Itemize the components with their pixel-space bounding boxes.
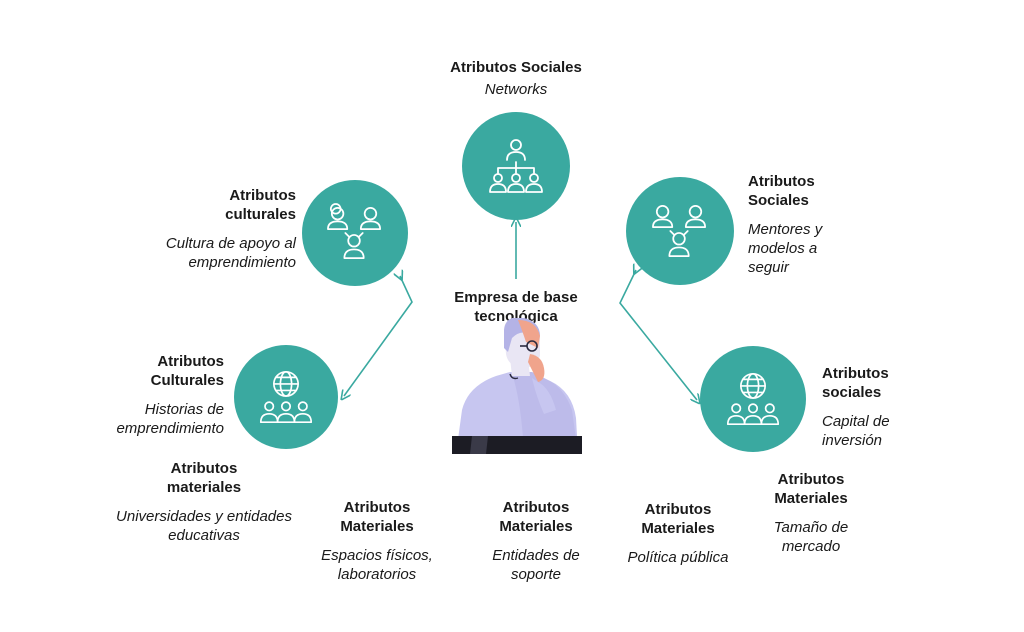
people-group-icon <box>327 203 382 260</box>
node-top-label: Atributos Sociales Networks <box>420 58 612 99</box>
node-upper-right-circle <box>626 177 734 285</box>
network-org-icon <box>489 139 543 193</box>
people-group-icon <box>652 204 707 258</box>
material-label-3: Atributos Materiales Política pública <box>610 500 746 567</box>
arrow-right-pair <box>619 270 697 400</box>
node-title: Atributos Sociales <box>450 59 582 76</box>
node-upper-right-label: Atributos Sociales Mentores y modelos a … <box>748 172 858 277</box>
material-title: Atributos Materiales <box>340 499 414 535</box>
material-title: Atributos materiales <box>166 460 242 496</box>
material-label-4: Atributos Materiales Tamaño de mercado <box>752 470 870 556</box>
material-desc: Universidades y entidades educativas <box>116 508 292 544</box>
material-label-2: Atributos Materiales Entidades de soport… <box>474 498 598 584</box>
arrow-left-pair <box>344 276 413 396</box>
node-desc: Historias de emprendimiento <box>116 401 224 437</box>
node-desc: Cultura de apoyo al emprendimiento <box>165 235 296 271</box>
globe-people-icon <box>259 370 313 424</box>
node-title: Atributos Culturales <box>150 353 224 389</box>
material-desc: Espacios físicos, laboratorios <box>321 547 433 583</box>
node-lower-left-circle <box>234 345 338 449</box>
node-upper-left-circle <box>302 180 408 286</box>
node-title: Atributos Sociales <box>748 173 815 209</box>
node-title: Atributos culturales <box>225 187 296 223</box>
node-desc: Networks <box>484 81 548 98</box>
node-lower-right-circle <box>700 346 806 452</box>
material-desc: Política pública <box>627 549 729 566</box>
material-desc: Entidades de soporte <box>492 547 580 583</box>
material-label-0: Atributos materiales Universidades y ent… <box>116 459 292 545</box>
globe-people-icon <box>726 372 780 426</box>
node-desc: Capital de inversión <box>822 413 890 449</box>
center-title: Empresa de base tecnológica <box>454 289 578 325</box>
node-upper-left-label: Atributos culturales Cultura de apoyo al… <box>120 186 296 272</box>
thinking-person-illustration <box>452 318 582 454</box>
node-desc: Mentores y modelos a seguir <box>748 221 823 276</box>
node-title: Atributos sociales <box>822 365 889 401</box>
center-label: Empresa de base tecnológica <box>440 288 592 326</box>
material-title: Atributos Materiales <box>774 471 848 507</box>
material-title: Atributos Materiales <box>499 499 573 535</box>
material-desc: Tamaño de mercado <box>773 519 849 555</box>
material-title: Atributos Materiales <box>641 501 715 537</box>
node-lower-left-label: Atributos Culturales Historias de empren… <box>60 352 224 438</box>
node-top-circle <box>462 112 570 220</box>
material-label-1: Atributos Materiales Espacios físicos, l… <box>310 498 444 584</box>
node-lower-right-label: Atributos sociales Capital de inversión <box>822 364 932 450</box>
